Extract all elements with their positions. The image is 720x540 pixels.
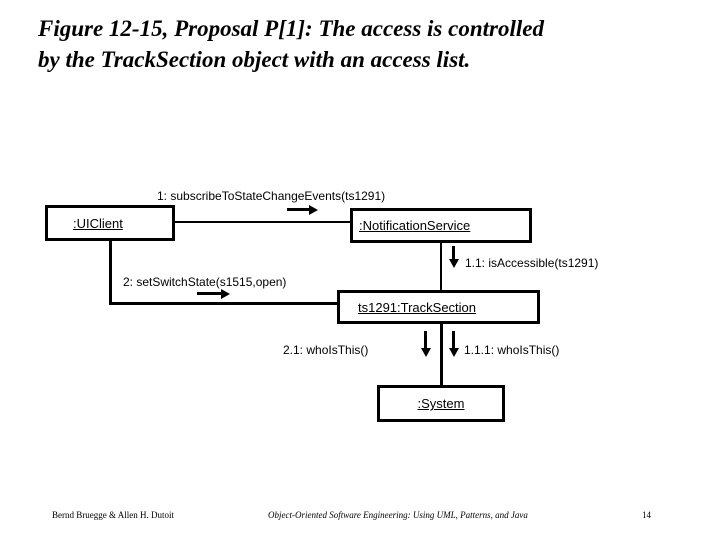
arrow-down-icon-msg1-1-1 bbox=[452, 331, 455, 348]
slide-title: Figure 12-15, Proposal P[1]: The access … bbox=[38, 13, 544, 75]
footer-book-title: Object-Oriented Software Engineering: Us… bbox=[268, 510, 528, 520]
footer-authors: Bernd Bruegge & Allen H. Dutoit bbox=[52, 510, 174, 520]
slide-title-line2: by the TrackSection object with an acces… bbox=[38, 47, 471, 72]
link-tracksection-system bbox=[440, 324, 443, 385]
object-label-uiclient: :UIClient bbox=[73, 215, 123, 231]
object-label-notification-service: :NotificationService bbox=[359, 218, 471, 233]
message-label-2: 2: setSwitchState(s1515,open) bbox=[123, 275, 287, 289]
link-uiclient-notification bbox=[174, 221, 351, 223]
object-box-tracksection: ts1291:TrackSection bbox=[337, 290, 540, 324]
object-box-system: :System bbox=[377, 385, 505, 422]
arrow-down-icon-msg2-1 bbox=[424, 331, 427, 348]
object-label-tracksection: ts1291:TrackSection bbox=[358, 299, 477, 315]
slide-title-line1: Figure 12-15, Proposal P[1]: The access … bbox=[38, 16, 544, 41]
footer-page-number: 14 bbox=[642, 510, 651, 520]
arrow-right-icon-msg1 bbox=[287, 208, 309, 211]
link-uiclient-tracksection-vertical bbox=[109, 241, 112, 305]
arrow-down-icon-msg1-1 bbox=[452, 246, 455, 259]
link-uiclient-tracksection-horizontal bbox=[109, 302, 337, 305]
message-label-1-1-1: 1.1.1: whoIsThis() bbox=[464, 343, 560, 357]
object-label-system: :System bbox=[417, 396, 465, 411]
object-box-notification-service: :NotificationService bbox=[350, 208, 532, 243]
link-notification-tracksection bbox=[440, 243, 442, 292]
message-label-1-1: 1.1: isAccessible(ts1291) bbox=[465, 256, 599, 270]
object-box-uiclient: :UIClient bbox=[45, 205, 175, 241]
message-label-2-1: 2.1: whoIsThis() bbox=[283, 343, 369, 357]
arrow-right-icon-msg2 bbox=[197, 292, 221, 295]
message-label-1: 1: subscribeToStateChangeEvents(ts1291) bbox=[157, 189, 386, 203]
